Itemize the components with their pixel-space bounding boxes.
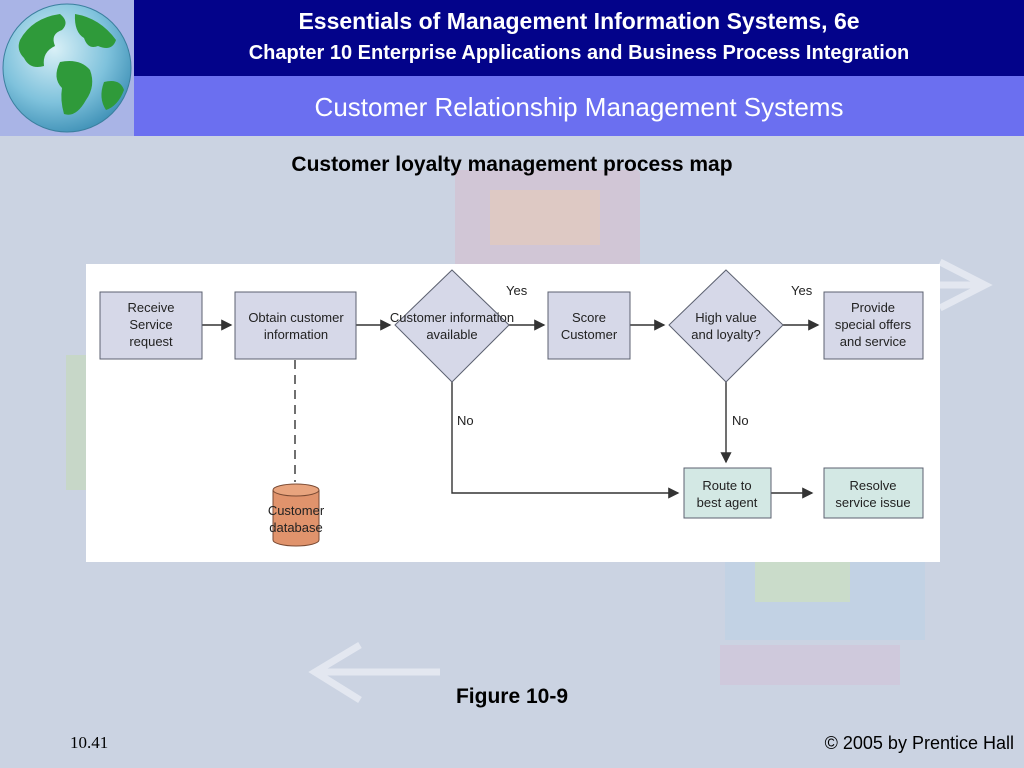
receive-request-line-1: Receive <box>128 300 175 315</box>
route-agent-line-1: Route to <box>702 478 751 493</box>
copyright-notice: © 2005 by Prentice Hall <box>824 733 1014 753</box>
provide-offers-line-3: and service <box>840 334 906 349</box>
section-title: Customer Relationship Management Systems <box>314 92 844 122</box>
customer-db-line-1: Customer <box>268 503 325 518</box>
resolve-issue-line-2: service issue <box>835 495 910 510</box>
globe-icon <box>2 3 132 133</box>
connectors <box>202 319 820 499</box>
course-title: Essentials of Management Information Sys… <box>298 8 860 34</box>
provide-offers-line-2: special offers <box>835 317 912 332</box>
receive-request-line-3: request <box>129 334 173 349</box>
process-box-receive-request: Receive Service request <box>99 291 203 360</box>
customer-db-line-2: database <box>269 520 323 535</box>
process-box-resolve-issue: Resolve service issue <box>823 467 924 519</box>
arrow-decision-to-route <box>451 382 680 499</box>
header-banner: Essentials of Management Information Sys… <box>134 0 1024 76</box>
high-value-line-1: High value <box>695 310 756 325</box>
edge-label-no-2: No <box>732 413 749 428</box>
route-agent-line-2: best agent <box>697 495 758 510</box>
receive-request-line-2: Service <box>129 317 172 332</box>
decision-info-available: Customer information available <box>390 269 514 383</box>
resolve-issue-line-1: Resolve <box>850 478 897 493</box>
obtain-info-line-2: information <box>264 327 328 342</box>
process-map: Receive Service request Obtain customer … <box>99 269 924 547</box>
score-customer-line-2: Customer <box>561 327 618 342</box>
process-box-provide-offers: Provide special offers and service <box>823 291 924 360</box>
chapter-title: Chapter 10 Enterprise Applications and B… <box>248 42 910 64</box>
info-available-line-1: Customer information <box>390 310 514 325</box>
customer-database: Customer database <box>268 483 325 547</box>
decision-high-value: High value and loyalty? <box>668 269 784 383</box>
figure-caption: Figure 10-9 <box>455 685 569 708</box>
page-number: 10.41 <box>70 733 109 752</box>
section-banner: Customer Relationship Management Systems <box>134 76 1024 136</box>
edge-label-yes-2: Yes <box>791 283 813 298</box>
logo-panel <box>0 0 134 136</box>
obtain-info-line-1: Obtain customer <box>248 310 344 325</box>
provide-offers-line-1: Provide <box>851 300 895 315</box>
process-box-route-agent: Route to best agent <box>683 467 772 519</box>
process-map-panel: Receive Service request Obtain customer … <box>86 264 940 562</box>
process-box-score-customer: Score Customer <box>547 291 631 360</box>
edge-label-no-1: No <box>457 413 474 428</box>
process-box-obtain-info: Obtain customer information <box>234 291 357 360</box>
diagram-title: Customer loyalty management process map <box>291 153 733 176</box>
edge-label-yes-1: Yes <box>506 283 528 298</box>
high-value-line-2: and loyalty? <box>691 327 760 342</box>
score-customer-line-1: Score <box>572 310 606 325</box>
info-available-line-2: available <box>426 327 477 342</box>
